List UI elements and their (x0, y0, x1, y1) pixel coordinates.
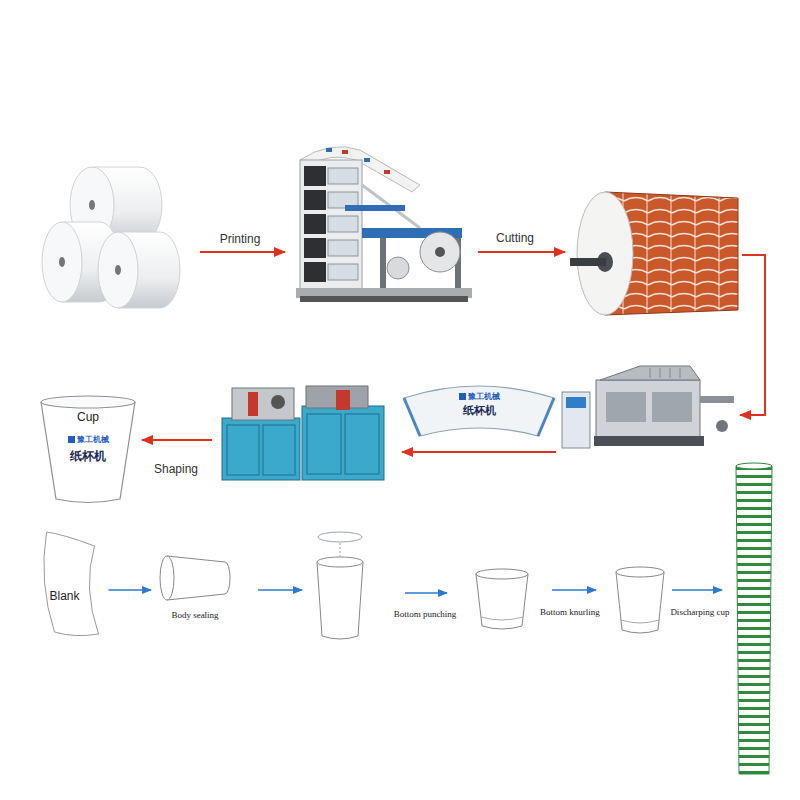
printing-machine (296, 147, 472, 302)
cup-print: 纸杯机 (70, 450, 106, 464)
logo-mark: 豫工机械 (68, 435, 109, 444)
paper-rolls (42, 167, 180, 308)
flow-arrow (478, 251, 565, 253)
flow-arrow (402, 451, 556, 453)
step-caption: Bottom punching (345, 609, 505, 619)
punched-cup (476, 569, 528, 629)
printed-paper-roll (570, 192, 738, 315)
cup-blank: 豫工机械纸杯机 (400, 380, 558, 440)
step-label: Blank (50, 590, 80, 604)
knurled-cup (616, 567, 664, 633)
brand-logo: 豫工机械 (459, 392, 500, 401)
step-caption: Shaping (96, 463, 256, 477)
step-caption: Discharping cup (620, 607, 780, 617)
step-arrow (672, 589, 722, 591)
step-label: Body sealing (171, 610, 218, 620)
step-caption: Bottom knurling (490, 607, 650, 617)
step-caption: Cutting (435, 232, 595, 246)
blank-print: 纸杯机 (463, 404, 496, 417)
die-cutting-machine (562, 366, 734, 448)
step-caption: Printing (160, 233, 320, 247)
flow-arrow (740, 255, 765, 415)
brand-logo: 豫工机械 (68, 435, 109, 444)
logo-mark: 豫工机械 (459, 392, 500, 401)
cup-label: Cup (77, 411, 99, 425)
step-arrow (258, 589, 302, 591)
step-arrow (552, 589, 596, 591)
flow-connector (109, 589, 152, 591)
blank-step: Blank (38, 528, 105, 638)
bottom-disc-cup (317, 532, 363, 639)
body-sealing-step: Body sealing (155, 550, 235, 626)
blank-outline (38, 528, 105, 638)
stacked-cups (736, 463, 772, 774)
flow-arrow (142, 439, 212, 441)
cup-forming-machine (222, 386, 384, 480)
flow-arrow (200, 251, 285, 253)
step-arrow (405, 592, 447, 594)
paper-cup: Cup 豫工机械纸杯机 (38, 393, 138, 507)
